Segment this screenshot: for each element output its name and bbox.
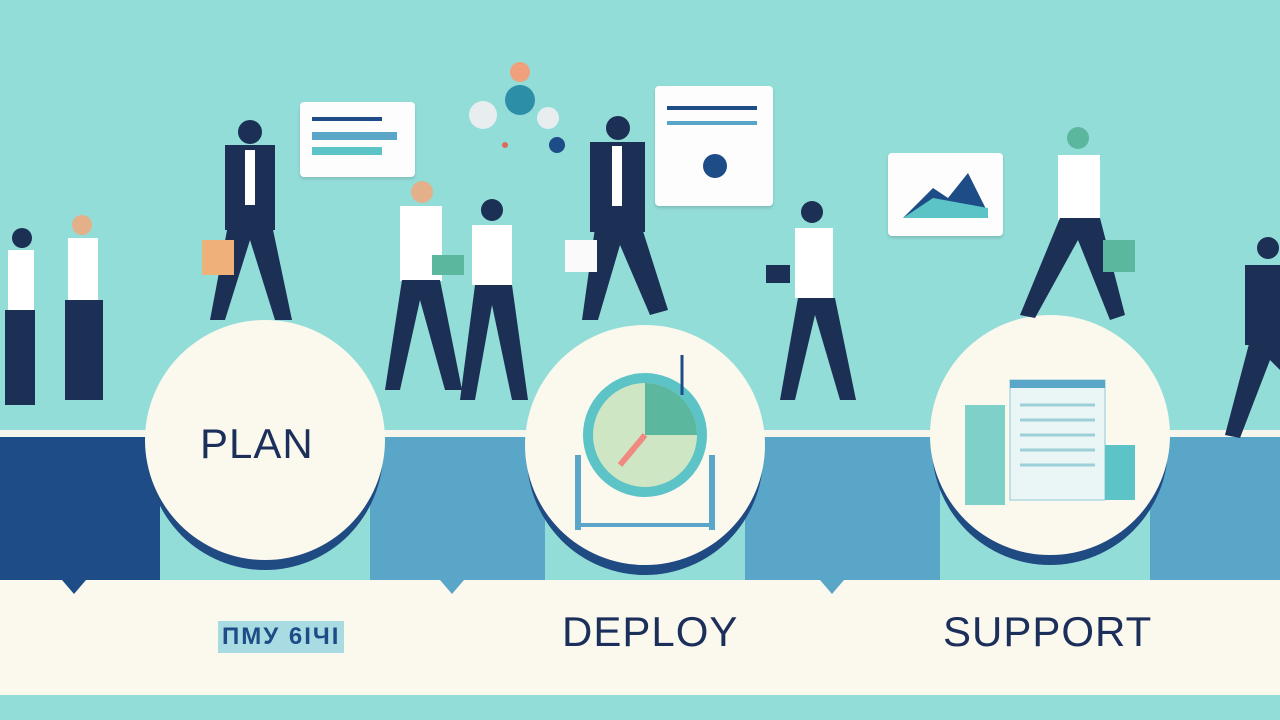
speech-bubble-report: [655, 86, 773, 206]
people-illustration: [5, 116, 1280, 438]
stage-circle-support: [930, 315, 1170, 555]
pointer: [820, 580, 844, 606]
segment-navy: [0, 437, 160, 580]
network-bubbles-icon: [469, 62, 565, 153]
person: [202, 120, 292, 320]
clock-icon: [575, 355, 715, 530]
pointer: [440, 580, 464, 606]
person: [460, 199, 528, 400]
stage-circle-deploy: [525, 325, 765, 565]
stage-label-plan: PLAN: [200, 420, 314, 467]
stage-caption-deploy: DEPLOY: [562, 608, 739, 655]
person: [1020, 127, 1135, 320]
label-strip: [0, 580, 1280, 695]
person: [766, 201, 856, 400]
bottom-border: [0, 695, 1280, 720]
segment-blue-3: [1150, 437, 1280, 580]
pointer: [62, 580, 86, 606]
stage-caption-support: SUPPORT: [943, 608, 1153, 655]
person: [1225, 237, 1280, 438]
person: [565, 116, 668, 320]
speech-bubble-chart: [300, 102, 415, 177]
garbled-caption: ПМУ 6ІЧІ: [218, 621, 345, 653]
document-icon: [965, 379, 1135, 505]
segment-blue-2: [745, 437, 940, 580]
person: [65, 215, 103, 400]
stage-circle-plan: PLAN: [145, 320, 385, 560]
person: [385, 181, 464, 390]
segment-blue-1: [370, 437, 545, 580]
person: [5, 228, 35, 405]
chart-card: [888, 153, 1003, 236]
